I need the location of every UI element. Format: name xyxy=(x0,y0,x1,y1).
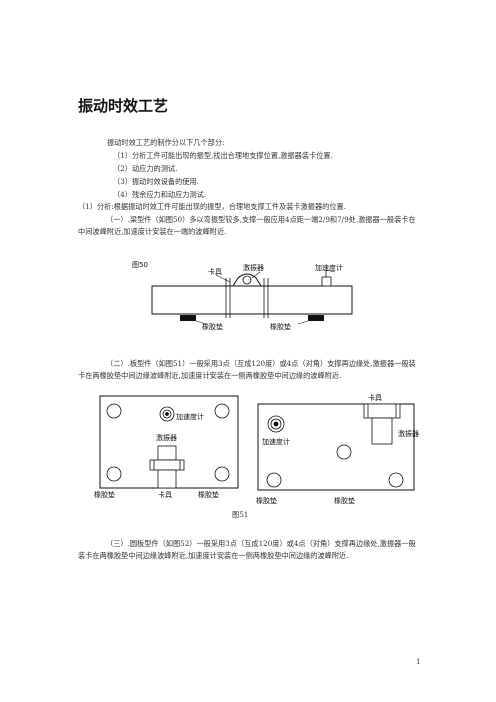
pad-label: 橡胶垫 xyxy=(256,496,277,505)
rubber-pad xyxy=(214,403,230,419)
beam-body xyxy=(151,285,353,315)
accelerometer-icon xyxy=(267,415,285,433)
figure-50-label: 图50 xyxy=(132,261,148,269)
pad-label-left: 橡胶垫 xyxy=(202,322,223,331)
list-item: （4）残余应力和动应力测试. xyxy=(113,190,207,199)
accelerometer-label: 加速度计 xyxy=(262,437,290,446)
figure-50: 图50 卡具 激振器 加速度计 橡胶垫 橡胶垫 xyxy=(132,261,353,331)
rubber-pad xyxy=(308,315,324,321)
exciter-icon xyxy=(363,403,401,445)
pad-label-right: 橡胶垫 xyxy=(270,322,291,331)
pad-label: 橡胶垫 xyxy=(334,496,355,505)
accelerometer-icon xyxy=(321,276,332,287)
rubber-pad xyxy=(180,315,196,321)
figure-51-right: 加速度计 卡具 激振器 橡胶垫 橡胶垫 xyxy=(256,393,419,505)
paragraph-beam: （一）.梁型件（如图50）多以弯振型较多,支撑一般应用4点距一端2/9和7/9处… xyxy=(78,215,416,236)
clamp-label: 卡具 xyxy=(208,267,222,276)
rubber-pad xyxy=(388,472,404,488)
intro-line: 振动时效工艺的制作分以下几个部分: xyxy=(107,138,225,147)
clamp-label: 卡具 xyxy=(158,490,172,499)
rubber-pad xyxy=(336,444,352,460)
pad-label: 橡胶垫 xyxy=(94,490,115,499)
figure-51-caption: 图51 xyxy=(232,510,249,519)
list-item: （1）分析工件可能出现的振型,找出合理地支撑位置,激振器装卡位置. xyxy=(113,151,333,160)
rubber-pad xyxy=(214,466,230,482)
clamp-label: 卡具 xyxy=(368,393,382,402)
page-number: 1 xyxy=(416,658,421,666)
paragraph-round-plate: （三）.圆板型件（如图52）一般采用3点（互成120度）或4点（对角）支撑再边缘… xyxy=(78,539,416,560)
rubber-pad xyxy=(106,466,122,482)
exciter-label: 激振器 xyxy=(156,433,177,442)
rubber-pad xyxy=(266,472,282,488)
exciter-label: 激振器 xyxy=(243,263,264,272)
pad-label: 橡胶垫 xyxy=(198,490,219,499)
figure-51-left: 加速度计 激振器 橡胶垫 卡具 橡胶垫 xyxy=(94,395,239,499)
exciter-icon xyxy=(232,273,262,287)
page-title: 振动时效工艺 xyxy=(78,97,169,115)
analysis-line: （1）分析:根据振动时效工件可能出现的振型，合理地支撑工件及装卡激振器的位置. xyxy=(78,202,347,211)
accelerometer-label: 加速度计 xyxy=(315,263,343,272)
list-item: （3）振动时效设备的使用. xyxy=(113,177,199,186)
accelerometer-label: 加速度计 xyxy=(176,412,204,421)
accelerometer-icon xyxy=(159,406,175,422)
list-item: （2）动应力的测试. xyxy=(113,164,178,173)
exciter-icon xyxy=(149,445,185,489)
rubber-pad xyxy=(106,403,122,419)
exciter-label: 激振器 xyxy=(398,429,419,438)
paragraph-plate: （二）.板型件（如图51）一般采用3点（互成120度）或4点（对角）支撑再边缘处… xyxy=(78,359,416,380)
